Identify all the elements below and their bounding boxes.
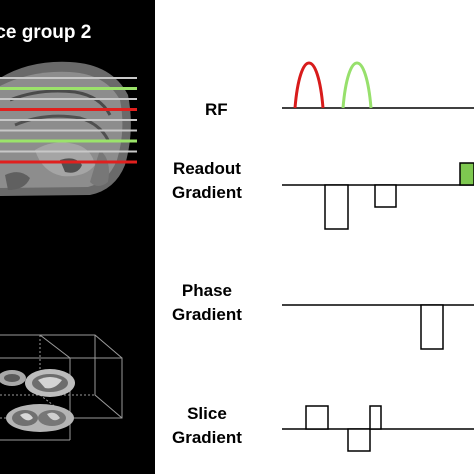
left-image-panel: ice group 2 (0, 0, 155, 474)
slice-rephase-lobe (347, 428, 371, 452)
phase-gradient-lobes (420, 304, 444, 350)
slice-gradient-label: Slice Gradient (172, 402, 242, 450)
rf-label-text: RF (205, 100, 228, 119)
slice-select-lobe-2 (369, 405, 382, 430)
slice-group-title: ice group 2 (0, 22, 155, 44)
readout-green-lobe (459, 162, 474, 186)
phase-label-line2: Gradient (172, 305, 242, 324)
rf-pulse-red (293, 61, 325, 109)
rf-label: RF (205, 98, 228, 122)
mri-images (0, 61, 137, 441)
readout-small-lobe (374, 184, 397, 208)
rf-pulse-green (341, 61, 373, 109)
phase-encode-lobe (420, 304, 444, 350)
slice-label-line1: Slice (187, 404, 227, 423)
slice-gradient-lobes (305, 405, 382, 452)
readout-label-line2: Gradient (172, 183, 242, 202)
readout-gradient-label: Readout Gradient (172, 157, 242, 205)
slice-label-line2: Gradient (172, 428, 242, 447)
readout-prephase-lobe (324, 184, 349, 230)
phase-gradient-label: Phase Gradient (172, 279, 242, 327)
rf-pulses (293, 61, 373, 109)
slice-select-lobe-1 (305, 405, 329, 430)
readout-label-line1: Readout (172, 159, 241, 178)
axial-slice-images (0, 369, 75, 432)
readout-gradient-lobes (324, 162, 474, 230)
slice-lines (0, 77, 137, 164)
phase-label-line1: Phase (181, 281, 232, 300)
slice-group-title-text: ice group 2 (0, 22, 92, 43)
baselines (282, 107, 474, 430)
